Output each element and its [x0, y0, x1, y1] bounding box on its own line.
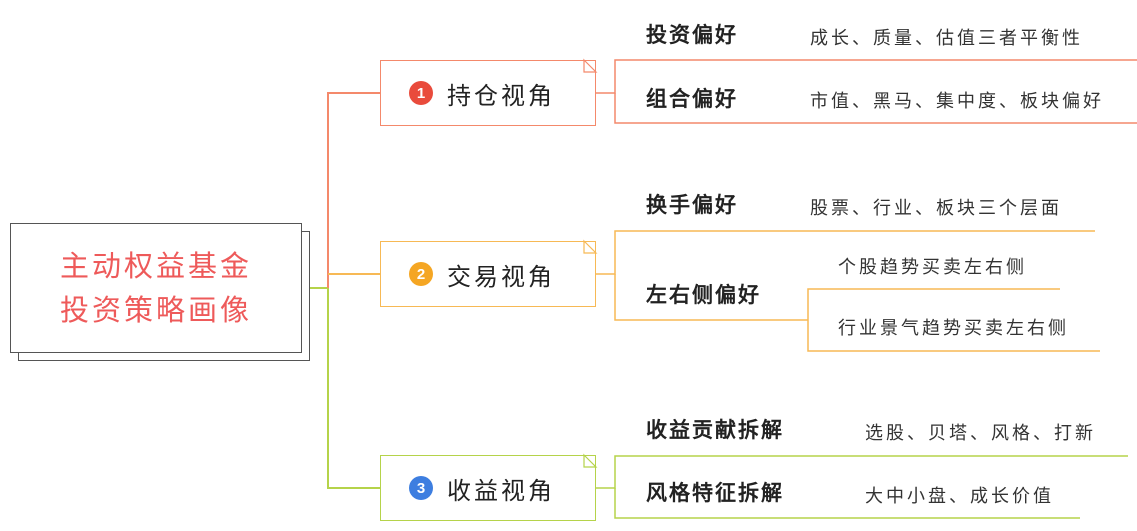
subcategory-label: 组合偏好: [646, 86, 738, 111]
subcategory-label: 收益贡献拆解: [646, 417, 784, 442]
root-title-line2: 投资策略画像: [59, 293, 252, 327]
subcategory-label: 风格特征拆解: [646, 480, 784, 505]
category-number-badge: 1: [409, 81, 433, 105]
detail-text: 成长、质量、估值三者平衡性: [810, 28, 1083, 49]
subcategory-label: 投资偏好: [646, 22, 738, 47]
detail-text: 市值、黑马、集中度、板块偏好: [810, 91, 1104, 112]
root-node: 主动权益基金 投资策略画像: [10, 223, 302, 353]
detail-text: 选股、贝塔、风格、打新: [865, 423, 1096, 444]
detail-text: 行业景气趋势买卖左右侧: [838, 318, 1069, 339]
category-label: 收益视角: [447, 476, 555, 505]
category-node-returns: 3 收益视角: [380, 455, 596, 521]
category-node-holdings: 1 持仓视角: [380, 60, 596, 126]
subcategory-label: 左右侧偏好: [646, 282, 761, 307]
detail-text: 大中小盘、成长价值: [865, 486, 1054, 507]
subcategory-label: 换手偏好: [646, 192, 738, 217]
category-label: 持仓视角: [447, 81, 555, 110]
root-title-line1: 主动权益基金: [59, 249, 252, 283]
category-label: 交易视角: [447, 262, 555, 291]
category-number-badge: 2: [409, 262, 433, 286]
category-node-trading: 2 交易视角: [380, 241, 596, 307]
detail-text: 股票、行业、板块三个层面: [810, 198, 1062, 219]
category-number-badge: 3: [409, 476, 433, 500]
detail-text: 个股趋势买卖左右侧: [838, 257, 1027, 278]
